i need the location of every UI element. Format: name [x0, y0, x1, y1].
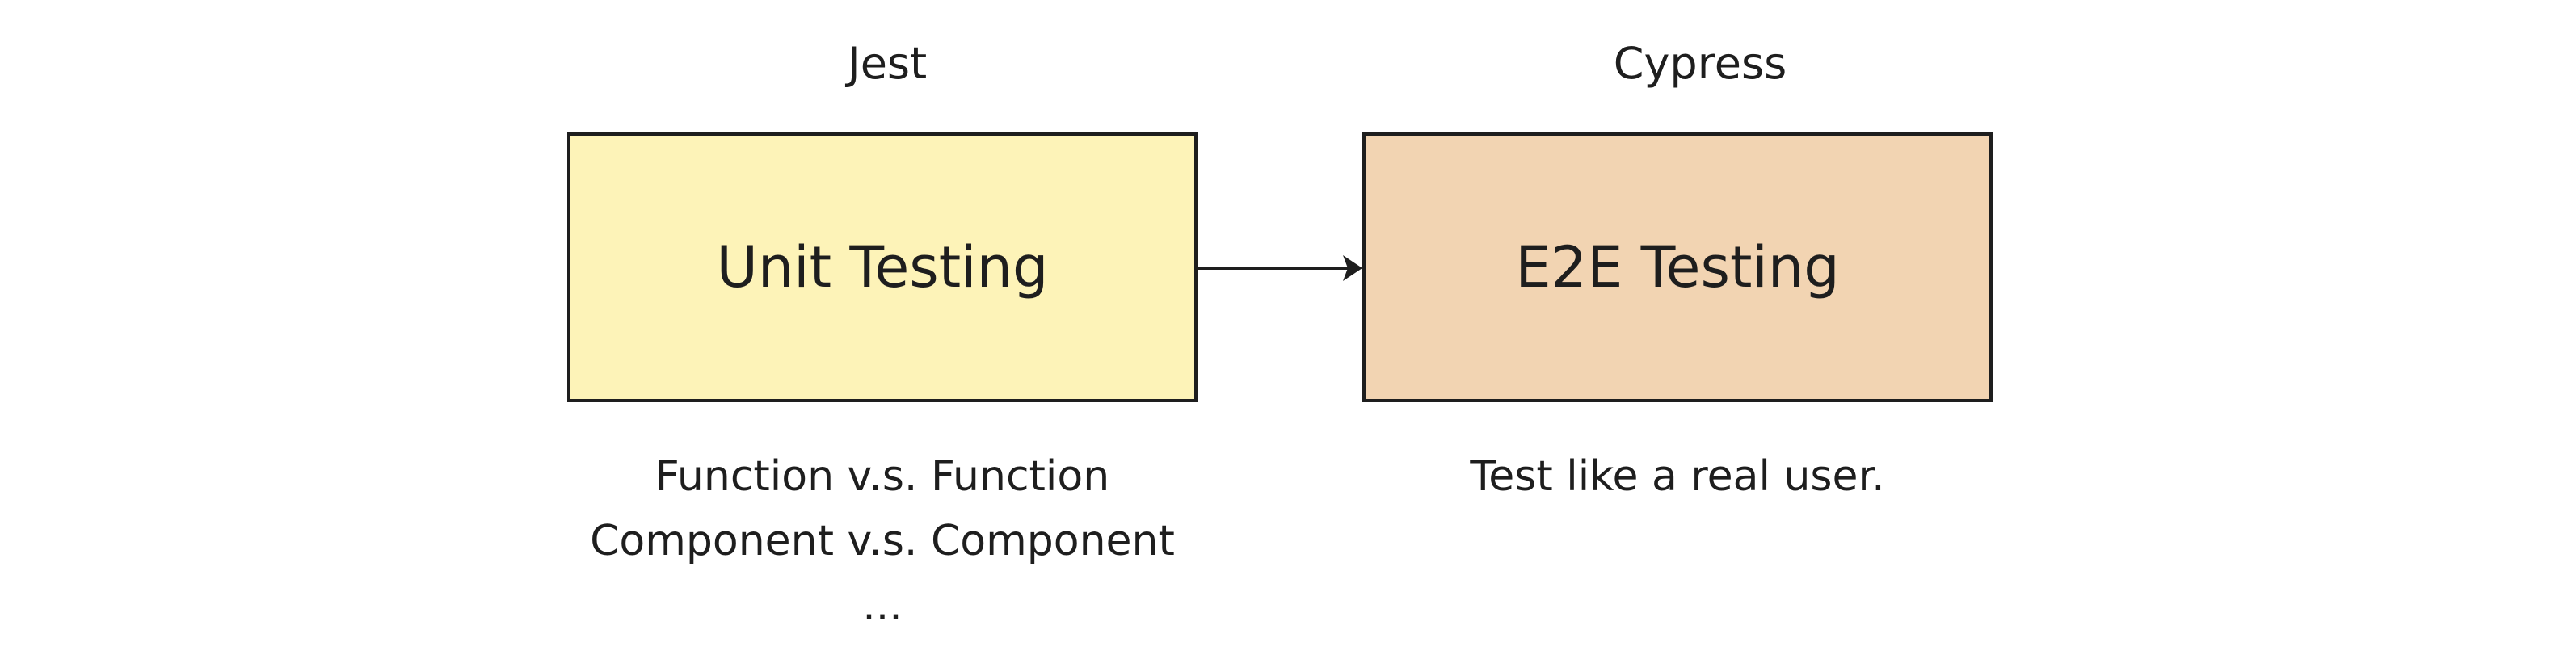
e2e-testing-box: E2E Testing: [1362, 132, 1993, 402]
unit-testing-box: Unit Testing: [567, 132, 1198, 402]
unit-desc-line-1: Function v.s. Function: [655, 452, 1110, 501]
unit-testing-title: Unit Testing: [716, 234, 1049, 300]
e2e-testing-title: E2E Testing: [1515, 234, 1840, 300]
tool-label-jest: Jest: [847, 38, 928, 89]
unit-desc-line-2: Component v.s. Component: [590, 517, 1175, 565]
e2e-testing-description: Test like a real user.: [1314, 444, 2041, 509]
e2e-desc-line-1: Test like a real user.: [1470, 452, 1885, 501]
unit-desc-line-3: ...: [862, 581, 903, 630]
arrow-head: [1343, 255, 1362, 281]
unit-testing-description: Function v.s. Function Component v.s. Co…: [519, 444, 1246, 638]
tool-label-cypress: Cypress: [1613, 38, 1787, 89]
